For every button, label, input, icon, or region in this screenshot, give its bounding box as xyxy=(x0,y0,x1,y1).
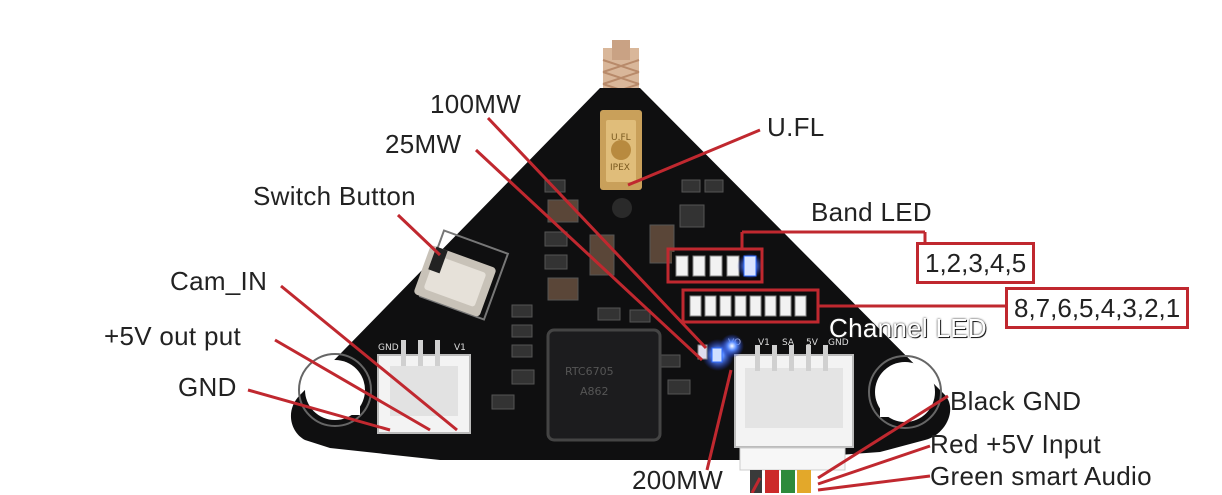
band-led-box xyxy=(666,247,764,284)
label-gnd: GND xyxy=(178,372,237,402)
label-5v-out: +5V out put xyxy=(104,321,242,351)
mount-hole-left xyxy=(298,353,372,427)
power-leds xyxy=(697,334,744,371)
label-green-audio: Green smart Audio xyxy=(930,461,1152,491)
switch-button-part xyxy=(414,229,510,321)
leader-lines xyxy=(247,116,1008,493)
label-channel-led: Channel LED xyxy=(829,313,987,343)
label-200mw: 200MW xyxy=(632,465,724,495)
smd-components xyxy=(491,179,724,410)
svg-text:V1: V1 xyxy=(454,343,466,353)
svg-text:IPEX: IPEX xyxy=(610,163,630,173)
svg-text:GND: GND xyxy=(828,338,849,348)
mount-hole-right xyxy=(868,355,942,429)
power-audio-connector: VO V1 SA 5V GND xyxy=(728,338,854,493)
cam-in-connector: GND V1 xyxy=(377,340,471,434)
label-100mw: 100MW xyxy=(430,89,522,119)
label-cam-in: Cam_IN xyxy=(170,266,268,296)
ufl-connector: U.FL IPEX xyxy=(600,110,642,190)
svg-text:GND: GND xyxy=(378,343,399,353)
label-red-input: Red +5V Input xyxy=(930,429,1101,459)
rf-chip: RTC6705 A862 xyxy=(546,328,662,442)
label-switch-button: Switch Button xyxy=(253,181,416,211)
band-leds xyxy=(672,252,764,280)
svg-text:RTC6705: RTC6705 xyxy=(565,365,614,378)
label-25mw: 25MW xyxy=(385,129,462,159)
label-band-led: Band LED xyxy=(811,197,932,227)
svg-text:SA: SA xyxy=(782,338,795,348)
label-ufl: U.FL xyxy=(767,112,825,142)
label-black-gnd: Black GND xyxy=(950,386,1082,416)
via-hole xyxy=(612,198,632,218)
svg-text:A862: A862 xyxy=(580,385,609,398)
svg-text:5V: 5V xyxy=(806,338,819,348)
svg-text:U.FL: U.FL xyxy=(611,133,631,143)
channel-leds xyxy=(686,292,816,320)
channel-values-box: 8,7,6,5,4,3,2,1 xyxy=(1005,287,1190,329)
band-values-box: 1,2,3,4,5 xyxy=(916,242,1036,284)
svg-text:V1: V1 xyxy=(758,338,770,348)
